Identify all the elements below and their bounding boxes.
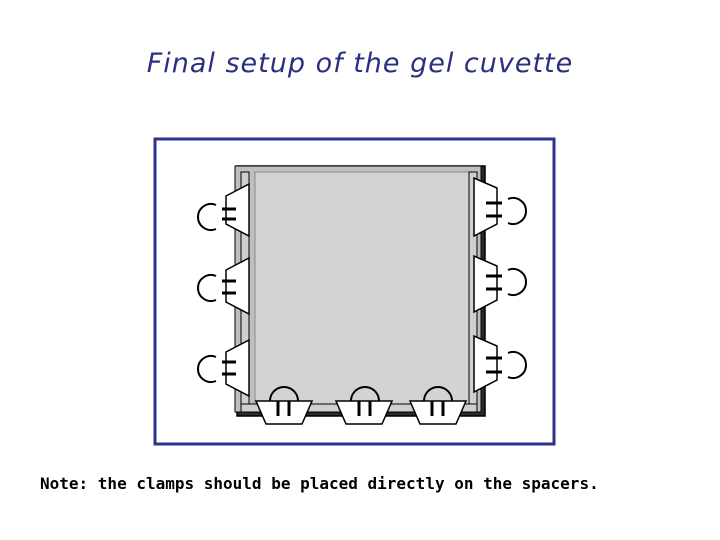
bottom-clamp-2 — [334, 386, 394, 425]
bottom-clamp-3 — [408, 386, 468, 425]
bottom-clamp-1 — [254, 386, 314, 425]
gel-area — [254, 171, 470, 409]
left-clamp-3 — [197, 338, 250, 398]
left-clamp-1 — [197, 182, 250, 238]
diagram-frame — [153, 137, 556, 446]
left-clamp-2 — [197, 256, 250, 316]
right-clamp-3 — [473, 334, 527, 394]
right-clamp-2 — [473, 254, 527, 314]
slide-title: Final setup of the gel cuvette — [146, 48, 574, 79]
right-clamp-1 — [473, 176, 527, 238]
slide-note: Note: the clamps should be placed direct… — [40, 474, 599, 493]
